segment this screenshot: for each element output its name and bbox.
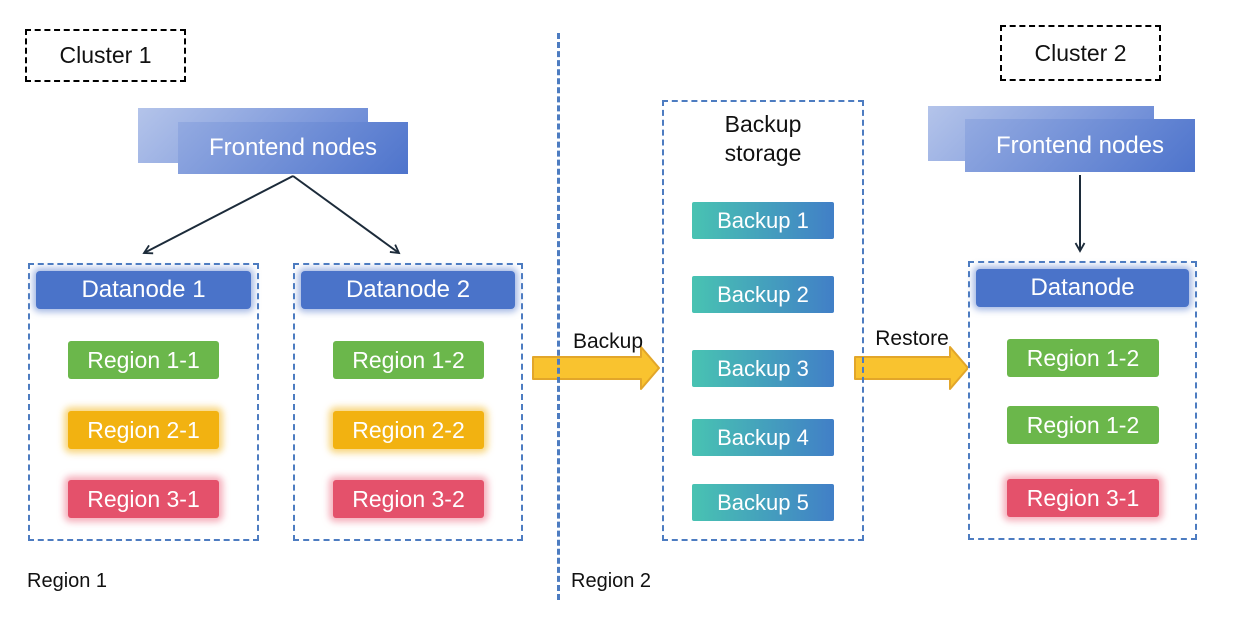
backup-arrow-label: Backup xyxy=(572,330,644,353)
cluster1-label: Cluster 1 xyxy=(59,42,152,68)
region-1-1: Region 1-1 xyxy=(68,341,219,379)
backup-item-2-label: Backup 2 xyxy=(717,281,809,307)
datanode2-box: Datanode 2 Region 1-2 Region 2-2 Region … xyxy=(293,263,523,541)
backup-item-2: Backup 2 xyxy=(692,276,834,313)
datanode1-header: Datanode 1 xyxy=(36,271,251,309)
frontend-to-datanode2-arrow xyxy=(292,175,401,255)
frontend-right-node: Frontend nodes xyxy=(965,119,1195,172)
cluster2-label-box: Cluster 2 xyxy=(1000,25,1161,81)
region-2-2-label: Region 2-2 xyxy=(352,416,465,443)
region-right-3: Region 3-1 xyxy=(1007,479,1159,517)
backup-storage-title: Backup storage xyxy=(724,111,802,166)
datanode-right-title: Datanode xyxy=(1030,274,1135,301)
region1-footer-label: Region 1 xyxy=(27,570,108,592)
frontend-right-label: Frontend nodes xyxy=(995,131,1165,159)
backup-item-4-label: Backup 4 xyxy=(717,424,809,450)
region-1-2-label: Region 1-2 xyxy=(352,346,465,373)
cluster2-label: Cluster 2 xyxy=(1034,39,1127,66)
backup-item-3: Backup 3 xyxy=(692,350,834,387)
datanode-right-header: Datanode xyxy=(976,269,1189,307)
restore-arrow-label: Restore xyxy=(875,327,949,350)
region-3-1-label: Region 3-1 xyxy=(87,485,200,512)
region-3-1: Region 3-1 xyxy=(68,480,219,518)
backup-storage-box: Backup storage Backup 1 Backup 2 Backup … xyxy=(662,100,864,541)
region-right-3-label: Region 3-1 xyxy=(1026,484,1140,511)
frontend-left-label: Frontend nodes xyxy=(208,134,378,161)
region-3-2: Region 3-2 xyxy=(333,480,484,518)
datanode1-title: Datanode 1 xyxy=(81,276,206,303)
region-right-1-label: Region 1-2 xyxy=(1026,344,1140,371)
backup-item-5-label: Backup 5 xyxy=(717,489,809,515)
region-2-1-label: Region 2-1 xyxy=(87,416,200,443)
backup-item-1: Backup 1 xyxy=(692,202,834,239)
frontend-to-datanode1-arrow xyxy=(142,175,294,255)
restore-block-arrow xyxy=(854,346,969,390)
backup-item-5: Backup 5 xyxy=(692,484,834,521)
datanode2-title: Datanode 2 xyxy=(345,276,471,303)
region-3-2-label: Region 3-2 xyxy=(352,485,465,512)
region-right-1: Region 1-2 xyxy=(1007,339,1159,377)
backup-item-4: Backup 4 xyxy=(692,419,834,456)
region-2-2: Region 2-2 xyxy=(333,411,484,449)
datanode2-header: Datanode 2 xyxy=(301,271,515,309)
region-1-1-label: Region 1-1 xyxy=(87,346,200,373)
region2-footer-label: Region 2 xyxy=(571,570,652,592)
region-right-2: Region 1-2 xyxy=(1007,406,1159,444)
cluster1-label-box: Cluster 1 xyxy=(25,29,186,82)
datanode-right-box: Datanode Region 1-2 Region 1-2 Region 3-… xyxy=(968,261,1197,540)
backup-item-3-label: Backup 3 xyxy=(717,355,809,381)
region-2-1: Region 2-1 xyxy=(68,411,219,449)
region-divider-line xyxy=(557,33,560,600)
frontend-left-node: Frontend nodes xyxy=(178,122,408,174)
region-1-2: Region 1-2 xyxy=(333,341,484,379)
datanode1-box: Datanode 1 Region 1-1 Region 2-1 Region … xyxy=(28,263,259,541)
region-right-2-label: Region 1-2 xyxy=(1026,411,1140,438)
backup-item-1-label: Backup 1 xyxy=(717,207,809,233)
